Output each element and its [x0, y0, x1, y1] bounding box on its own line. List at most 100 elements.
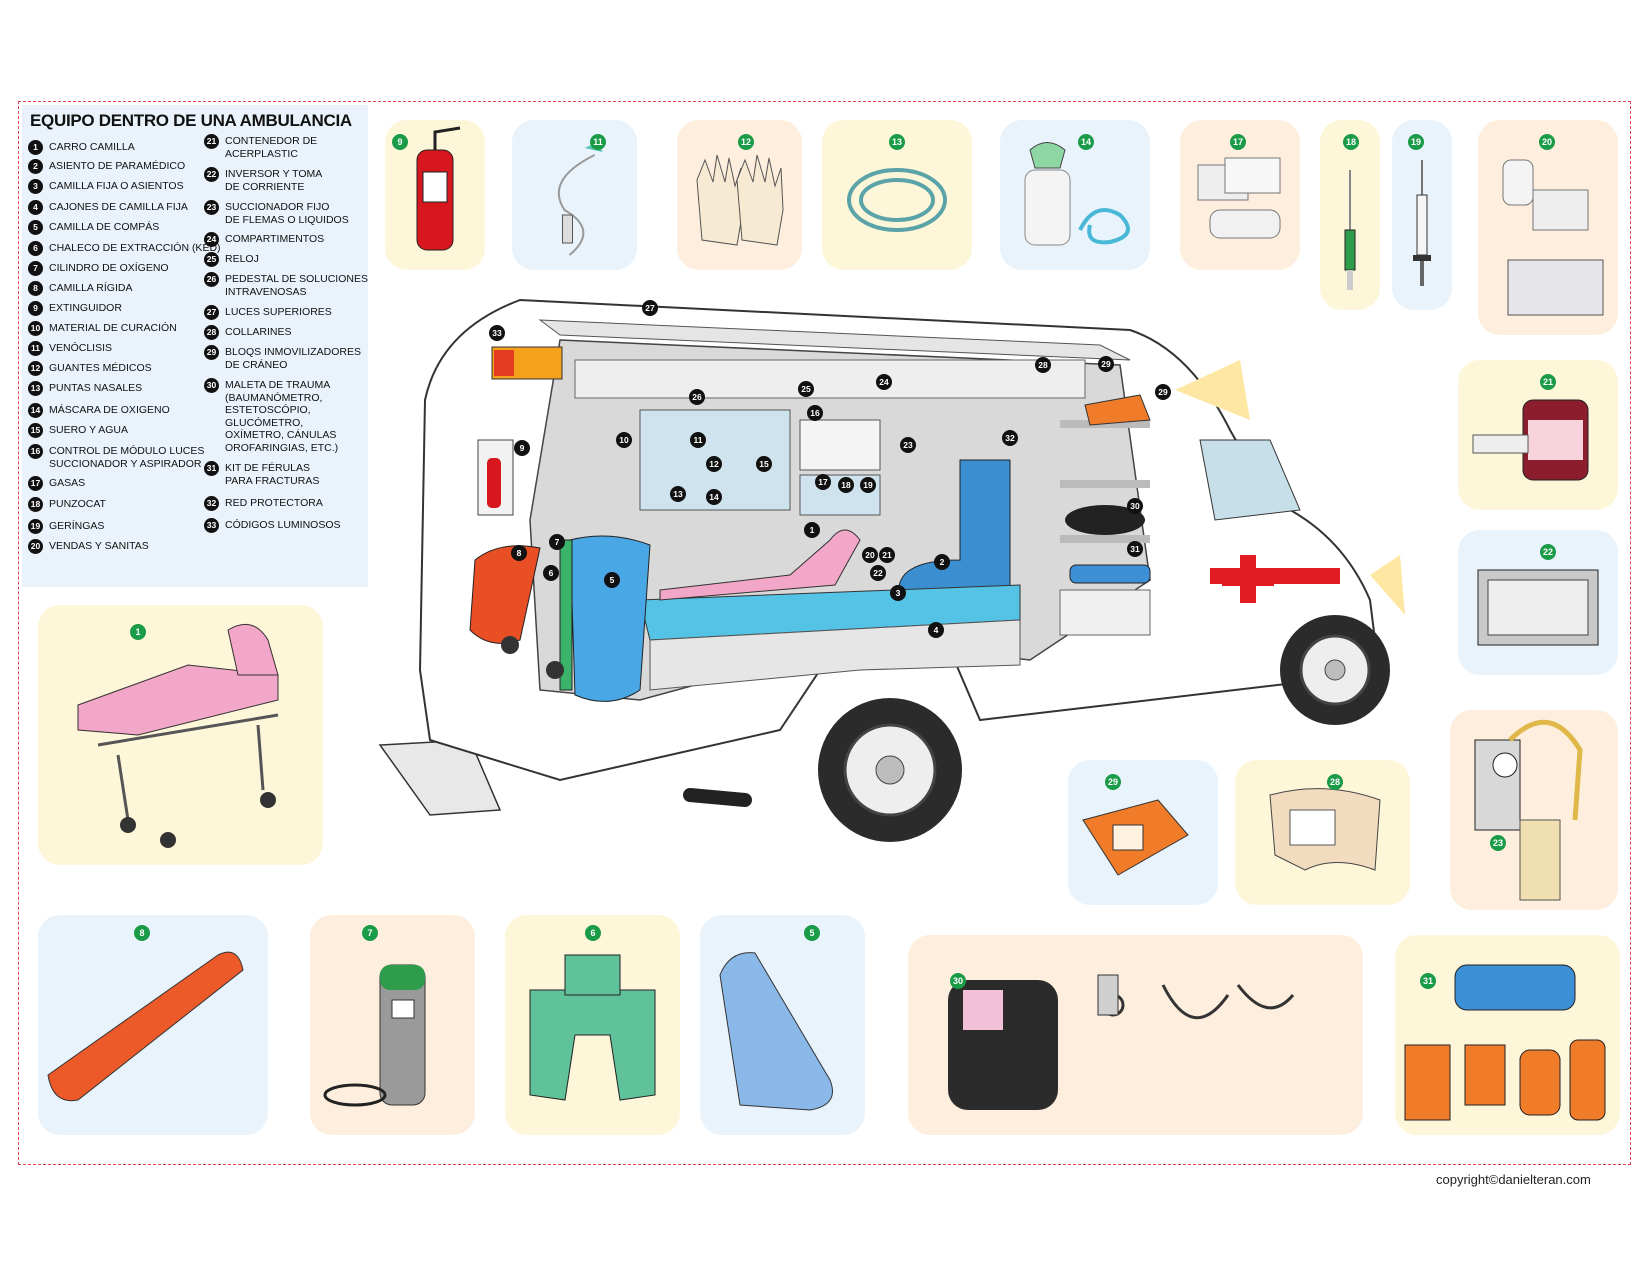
ambulance-callout-24: 24 [876, 374, 892, 390]
card-number-badge: 11 [590, 134, 606, 150]
ambulance-callout-29: 29 [1098, 356, 1114, 372]
ambulance-callout-33: 33 [489, 325, 505, 341]
legend-number: 9 [28, 301, 43, 316]
legend-number: 28 [204, 325, 219, 340]
legend-label: MATERIAL DE CURACIÓN [49, 322, 177, 334]
legend-label: LUCES SUPERIORES [225, 306, 332, 318]
equipment-card-14 [1000, 120, 1150, 270]
ambulance-callout-18: 18 [838, 477, 854, 493]
legend-col1-item: 12 GUANTES MÉDICOS [28, 361, 152, 376]
equipment-card-7 [310, 915, 475, 1135]
legend-number: 10 [28, 321, 43, 336]
legend-number: 16 [28, 444, 43, 459]
legend-number: 26 [204, 272, 219, 287]
equipment-card-18 [1320, 120, 1380, 310]
equipment-card-22 [1458, 530, 1618, 675]
spine-board-icon [47, 951, 244, 1102]
legend-number: 13 [28, 381, 43, 396]
equipment-card-5 [700, 915, 865, 1135]
card-number-badge: 1 [130, 624, 146, 640]
legend-col2-item: 26 PEDESTAL DE SOLUCIONES INTRAVENOSAS [204, 272, 368, 298]
card-number-badge: 31 [1420, 973, 1436, 989]
legend-label: GASAS [49, 477, 86, 489]
legend-label: PEDESTAL DE SOLUCIONES INTRAVENOSAS [225, 273, 368, 298]
ambulance-callout-32: 32 [1002, 430, 1018, 446]
equipment-card-20 [1478, 120, 1618, 335]
legend-label: MALETA DE TRAUMA (BAUMANÓMETRO, ESTETOSC… [225, 379, 339, 454]
legend-label: CAMILLA RÍGIDA [49, 282, 133, 294]
legend-number: 15 [28, 423, 43, 438]
legend-number: 21 [204, 134, 219, 149]
stretcher-icon [77, 623, 279, 848]
gloves-icon [696, 154, 784, 246]
legend-number: 18 [28, 497, 43, 512]
legend-label: COMPARTIMENTOS [225, 233, 325, 245]
sharps-container-icon [1472, 399, 1589, 481]
fire-extinguisher-icon [416, 126, 461, 251]
page-frame [18, 101, 1631, 1165]
legend-col2-item: 24 COMPARTIMENTOS [204, 232, 325, 247]
legend-number: 6 [28, 241, 43, 256]
legend-col2-item: 27 LUCES SUPERIORES [204, 305, 332, 320]
ambulance-callout-29b: 29 [1155, 384, 1171, 400]
legend-label: PUNTAS NASALES [49, 382, 143, 394]
legend-number: 24 [204, 232, 219, 247]
equipment-card-6 [505, 915, 680, 1135]
ambulance-callout-27: 27 [642, 300, 658, 316]
legend-number: 11 [28, 341, 43, 356]
ambulance-callout-22: 22 [870, 565, 886, 581]
legend-number: 22 [204, 167, 219, 182]
ambulance-callout-1: 1 [804, 522, 820, 538]
page-title: EQUIPO DENTRO DE UNA AMBULANCIA [30, 111, 352, 130]
head-immobilizer-icon [1082, 799, 1189, 876]
legend-number: 8 [28, 281, 43, 296]
legend-number: 27 [204, 305, 219, 320]
ambulance-callout-2: 2 [934, 554, 950, 570]
suction-unit-icon [1474, 719, 1583, 901]
legend-label: CAJONES DE CAMILLA FIJA [49, 201, 188, 213]
ambulance-callout-20: 20 [862, 547, 878, 563]
legend-number: 30 [204, 378, 219, 393]
card-number-badge: 17 [1230, 134, 1246, 150]
card-number-badge: 19 [1408, 134, 1424, 150]
legend-label: PUNZOCAT [49, 498, 106, 510]
syringe-icon [1413, 160, 1431, 286]
card-number-badge: 9 [392, 134, 408, 150]
copyright-text: copyright©danielteran.com [1436, 1172, 1591, 1187]
ambulance-callout-30: 30 [1127, 498, 1143, 514]
legend-label: KIT DE FÉRULAS PARA FRACTURAS [225, 462, 320, 487]
legend-number: 3 [28, 179, 43, 194]
legend-number: 20 [28, 539, 43, 554]
legend-label: GUANTES MÉDICOS [49, 362, 152, 374]
ambulance-callout-10: 10 [616, 432, 632, 448]
legend-number: 12 [28, 361, 43, 376]
ambulance-callout-16: 16 [807, 405, 823, 421]
legend-number: 33 [204, 518, 219, 533]
ambulance-callout-25: 25 [798, 381, 814, 397]
legend-number: 29 [204, 345, 219, 360]
legend-label: SUCCIONADOR FIJO DE FLEMAS O LIQUIDOS [225, 201, 349, 226]
legend-label: CONTENEDOR DE ACERPLASTIC [225, 135, 318, 160]
legend-col1-item: 8 CAMILLA RÍGIDA [28, 281, 133, 296]
catheter-icon [1344, 170, 1356, 290]
legend-label: CAMILLA DE COMPÁS [49, 221, 160, 233]
card-number-badge: 6 [585, 925, 601, 941]
legend-number: 4 [28, 200, 43, 215]
equipment-card-1 [38, 605, 323, 865]
card-number-badge: 28 [1327, 774, 1343, 790]
ked-vest-icon [529, 954, 656, 1101]
legend-number: 32 [204, 496, 219, 511]
